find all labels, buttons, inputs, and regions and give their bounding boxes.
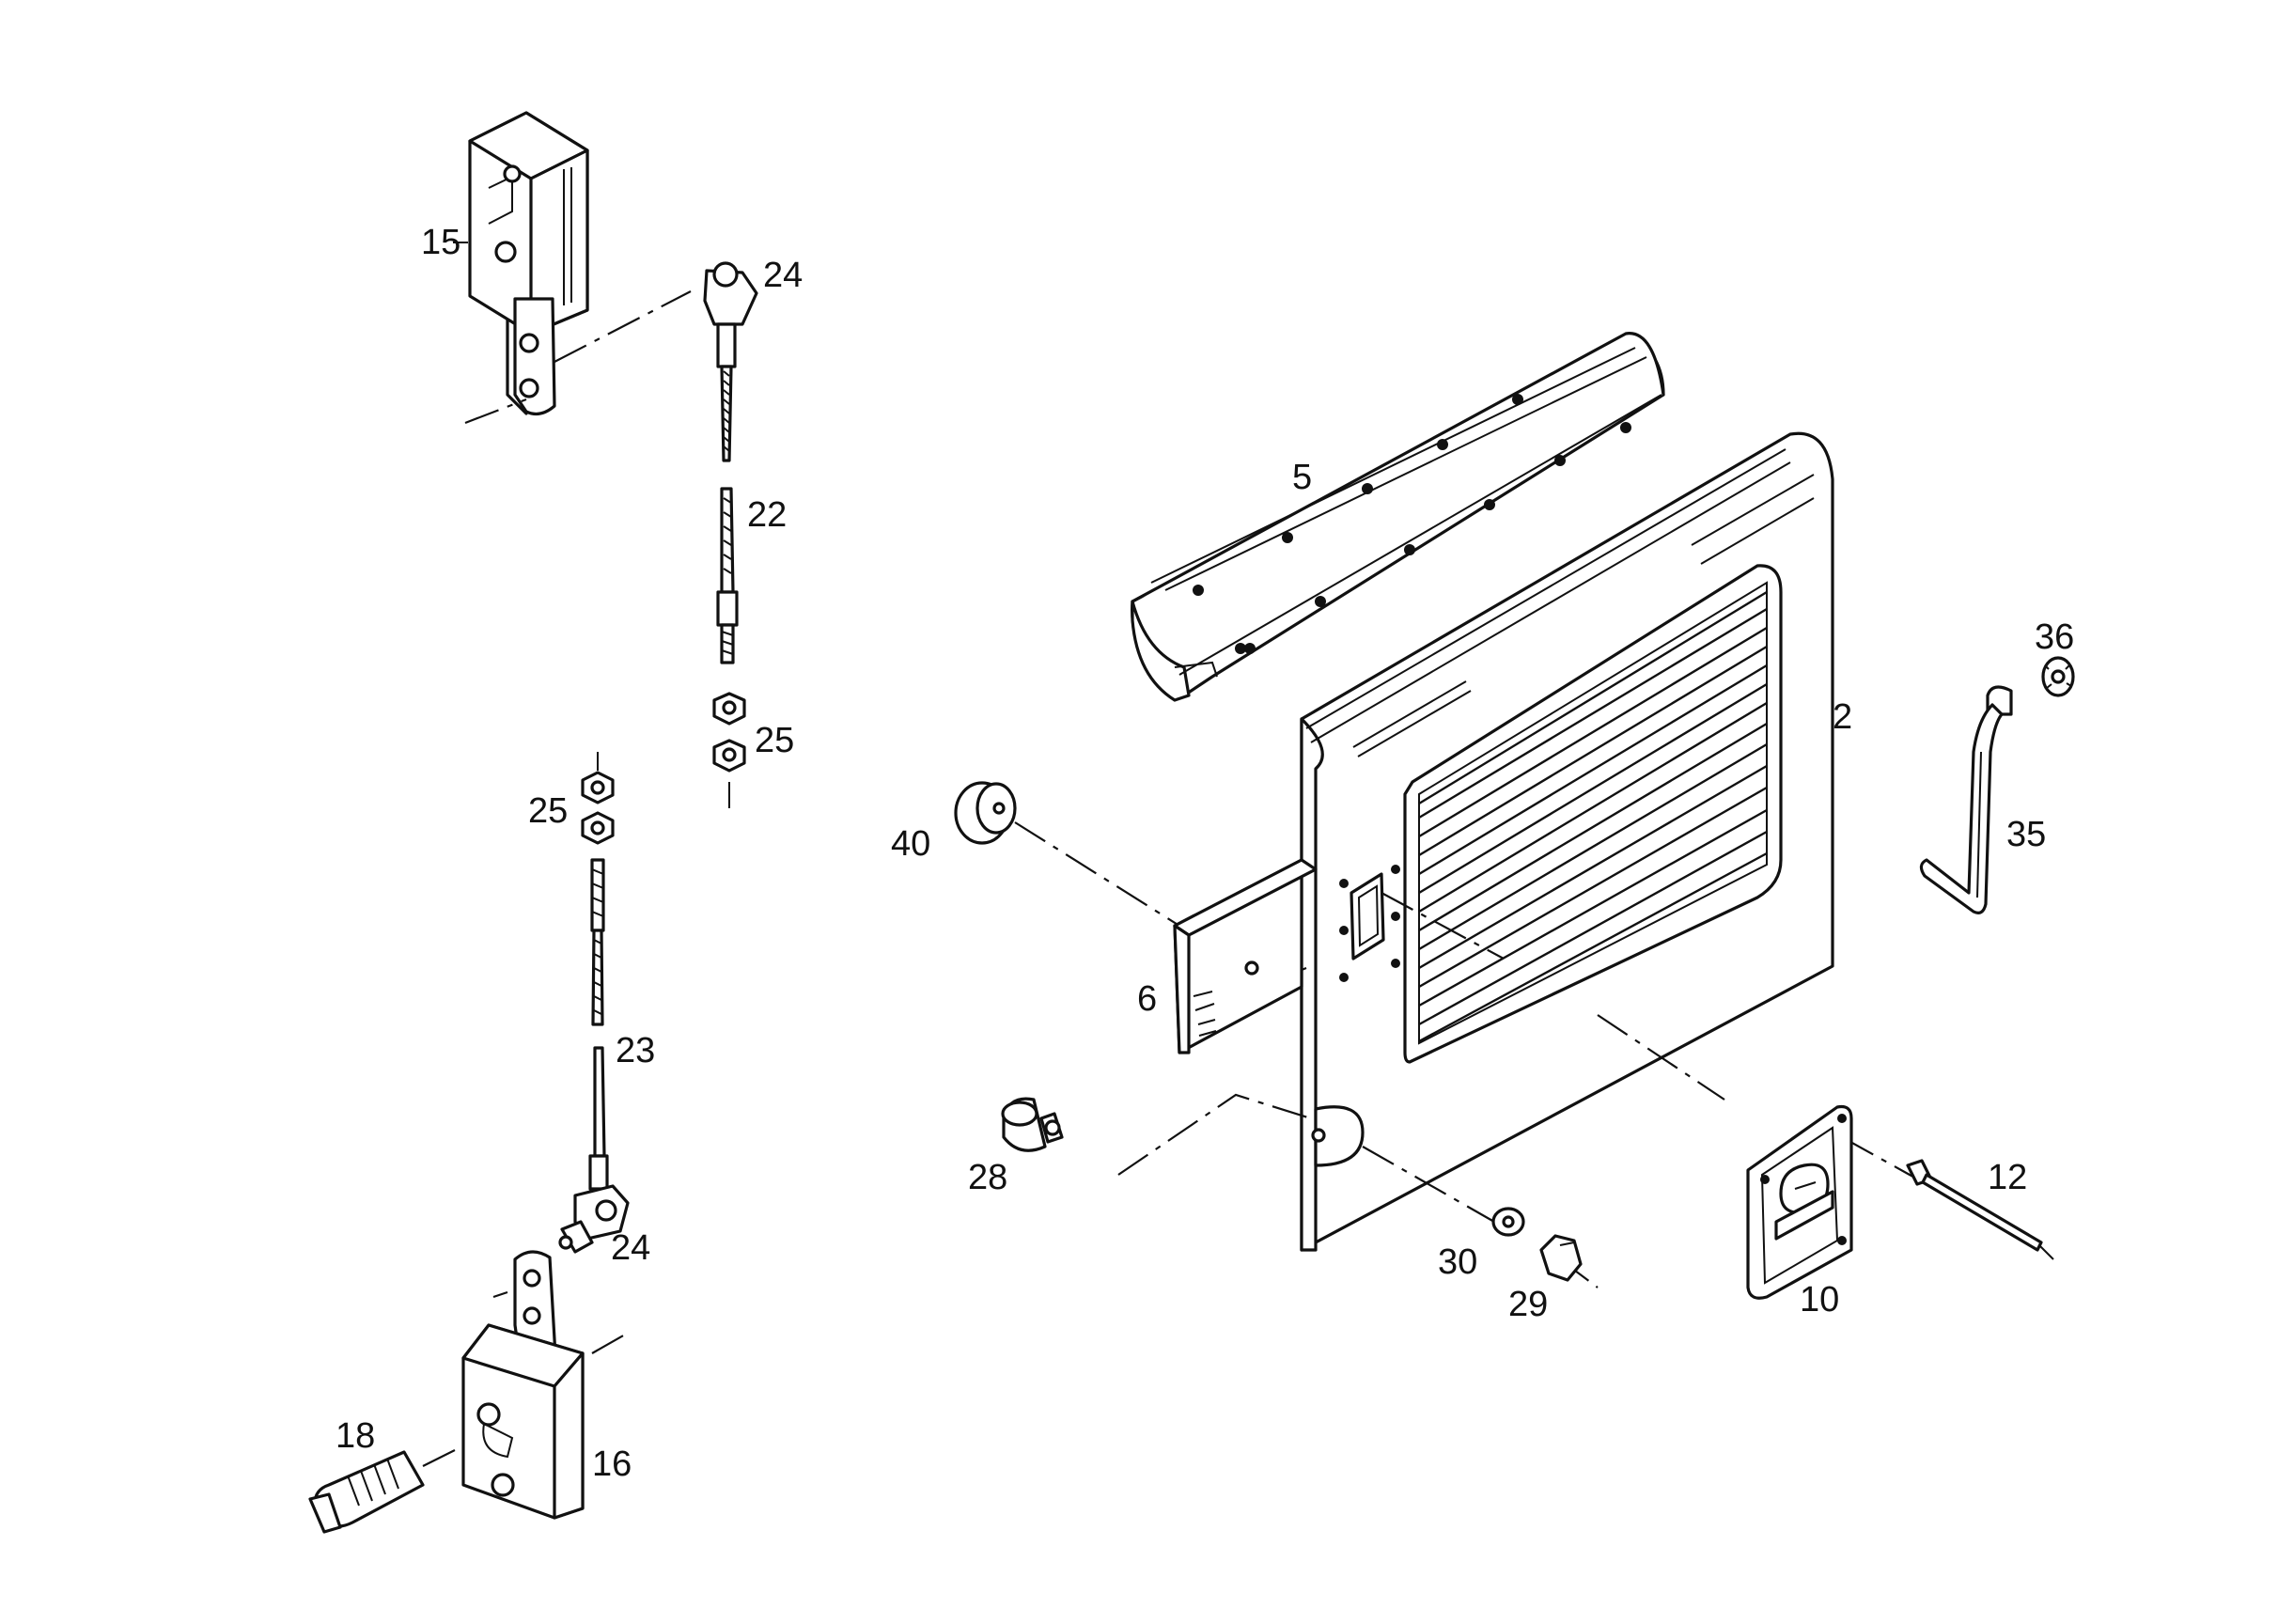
upper-latch-assembly	[468, 111, 589, 416]
callout-30: 30	[1438, 1242, 1477, 1282]
axis-line	[464, 290, 692, 425]
callout-22: 22	[747, 495, 787, 535]
callout-40: 40	[891, 824, 930, 864]
callout-25: 25	[528, 791, 568, 831]
callout-23: 23	[616, 1031, 655, 1070]
callout-24: 24	[611, 1228, 650, 1268]
callout-5: 5	[1292, 458, 1312, 497]
lower-latch-assembly	[308, 1250, 626, 1534]
door-panel	[1300, 431, 1834, 1252]
rubber-bumper	[954, 781, 1017, 845]
hex-nut	[1539, 1234, 1583, 1282]
callout-12: 12	[1988, 1158, 2027, 1197]
washer	[1491, 1207, 1525, 1237]
lower-rod-assembly	[558, 752, 630, 1254]
axis-line	[1014, 821, 1180, 927]
spacer-block	[1173, 858, 1318, 1054]
callout-36: 36	[2035, 617, 2074, 657]
callout-6: 6	[1137, 979, 1157, 1019]
upper-rod-assembly	[703, 261, 758, 808]
callout-18: 18	[335, 1416, 375, 1456]
axis-line	[1381, 892, 1725, 1101]
pin	[1906, 1159, 2054, 1260]
callout-29: 29	[1508, 1285, 1548, 1324]
crank-handle	[1919, 685, 2013, 914]
hinge-bar	[1131, 332, 1665, 702]
callout-25: 25	[755, 721, 794, 760]
callout-24: 24	[763, 256, 803, 295]
lock-washer	[2041, 656, 2075, 697]
callout-16: 16	[592, 1444, 632, 1484]
callout-28: 28	[968, 1158, 1007, 1197]
axis-line	[1117, 1093, 1495, 1223]
callout-2: 2	[1833, 697, 1852, 737]
callout-35: 35	[2006, 815, 2046, 854]
callout-10: 10	[1800, 1280, 1839, 1320]
knob-screw	[1001, 1097, 1064, 1152]
recessed-handle	[1746, 1104, 1853, 1300]
